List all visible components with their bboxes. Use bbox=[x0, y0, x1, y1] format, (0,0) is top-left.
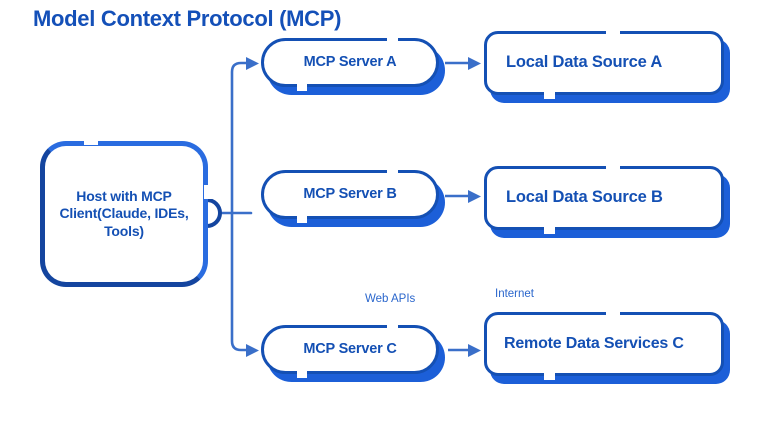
diagram-title: Model Context Protocol (MCP) bbox=[33, 6, 342, 31]
server-c-face bbox=[261, 325, 439, 374]
sink-b-border-gap-bottom bbox=[544, 227, 555, 234]
arrowhead-a bbox=[468, 57, 481, 70]
server-c-border-gap-bottom bbox=[297, 371, 307, 378]
branch-arrowhead-server-c bbox=[246, 344, 259, 357]
sink-c-border-gap-top bbox=[606, 308, 620, 315]
node-mcp-server-b[interactable]: MCP Server B bbox=[261, 166, 445, 227]
branch-line-server-c bbox=[230, 211, 249, 352]
node-remote-data-services-c[interactable]: Remote Data Services C bbox=[484, 308, 730, 384]
sink-a-face bbox=[484, 31, 724, 95]
server-b-face bbox=[261, 170, 439, 219]
arrowhead-b bbox=[468, 190, 481, 203]
server-a-border-gap-bottom bbox=[297, 84, 307, 91]
host-face bbox=[40, 141, 208, 287]
sink-c-border-gap-bottom bbox=[544, 373, 555, 380]
branch-line-server-a bbox=[230, 61, 249, 215]
server-a-face bbox=[261, 38, 439, 87]
caption-web-apis: Web APIs bbox=[365, 293, 416, 305]
caption-internet: Internet bbox=[495, 288, 534, 300]
node-local-data-source-b[interactable]: Local Data Source B bbox=[484, 162, 730, 238]
arrowhead-c bbox=[468, 344, 481, 357]
sink-b-border-gap-top bbox=[606, 162, 620, 169]
server-b-border-gap-bottom bbox=[297, 216, 307, 223]
node-mcp-server-a[interactable]: MCP Server A bbox=[261, 34, 445, 95]
server-c-border-gap-top bbox=[387, 321, 398, 328]
sink-b-face bbox=[484, 166, 724, 230]
host-border-gap-top bbox=[84, 136, 98, 145]
server-a-border-gap-top bbox=[387, 34, 398, 41]
sink-c-face bbox=[484, 312, 724, 376]
sink-a-border-gap-top bbox=[606, 27, 620, 34]
server-b-border-gap-top bbox=[387, 166, 398, 173]
sink-a-border-gap-bottom bbox=[544, 92, 555, 99]
node-local-data-source-a[interactable]: Local Data Source A bbox=[484, 27, 730, 103]
host-border-gap-right bbox=[204, 185, 213, 199]
node-mcp-server-c[interactable]: MCP Server C bbox=[261, 321, 445, 382]
branch-arrowhead-server-a bbox=[246, 57, 259, 70]
node-host[interactable]: Host with MCP Client(Claude, IDEs, Tools… bbox=[40, 136, 213, 287]
